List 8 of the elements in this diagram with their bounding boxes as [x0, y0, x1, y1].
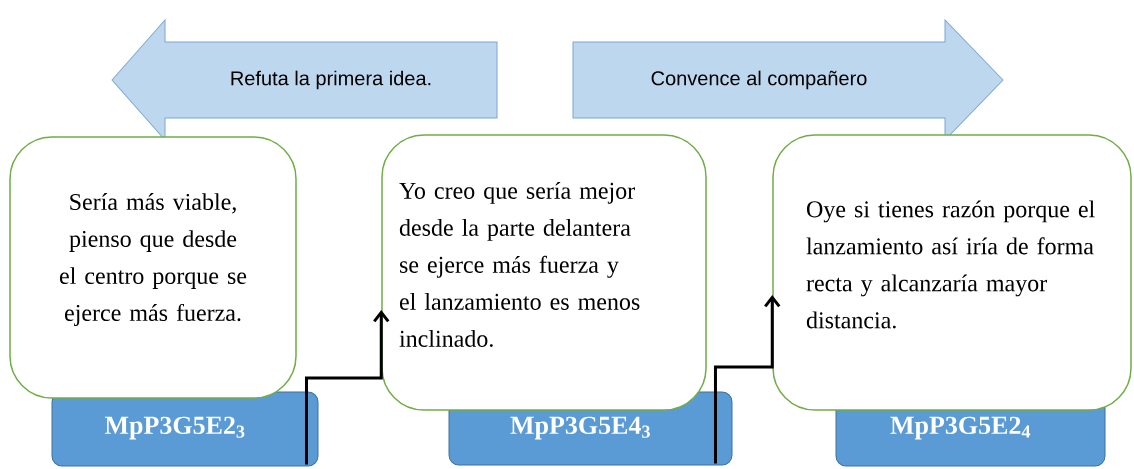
text-card: Oye si tienes razón porque el lanzamiento así iría de forma recta y alcanzaría mayor distancia.: [772, 134, 1132, 411]
arrow: [713, 295, 781, 464]
arrow: [305, 310, 390, 465]
text-card: Yo creo que sería mejor desde la parte delantera se ejerce más fuerza y el lanzamiento es menos inclinado.: [381, 134, 707, 411]
arrow-banner: Convence al compañero: [572, 19, 1004, 141]
label-tab: MpP3G5E2$_{3}$: [51, 391, 319, 467]
text-card: Sería más viable, pienso que desde el centro porque se ejerce más fuerza.: [9, 136, 297, 399]
arrow-banner: Refuta la primera idea.: [111, 19, 498, 141]
